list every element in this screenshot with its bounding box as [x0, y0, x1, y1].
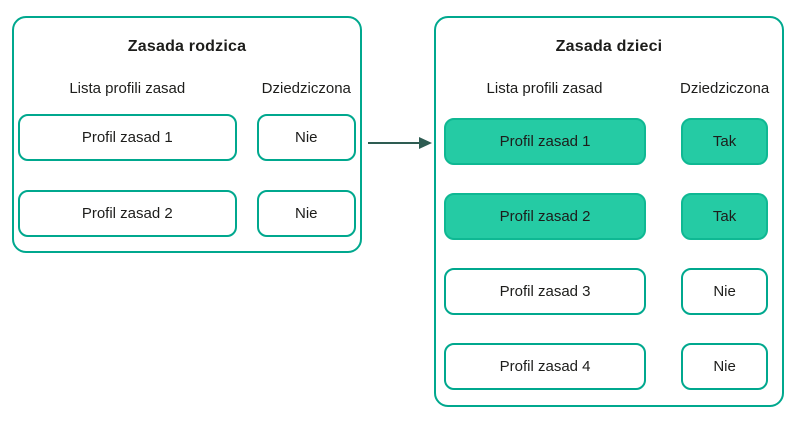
inheritance-arrow [368, 135, 432, 151]
children-policy-panel: Zasada dzieci Lista profili zasad Dziedz… [434, 16, 784, 407]
right-arrow-icon [368, 137, 432, 149]
parent-rows: Profil zasad 1 Nie Profil zasad 2 Nie [14, 114, 360, 237]
parent-inherited-column-header: Dziedziczona [261, 80, 351, 97]
profile-box: Profil zasad 4 [444, 343, 647, 390]
profile-box: Profil zasad 3 [444, 268, 647, 315]
inherited-flag-box: Tak [681, 193, 768, 240]
parent-profiles-column-header: Lista profili zasad [69, 80, 186, 97]
profile-box: Profil zasad 2 [18, 190, 237, 237]
inherited-flag-box: Nie [256, 190, 356, 237]
table-row: Profil zasad 1 Nie [18, 114, 356, 161]
inherited-flag-box: Nie [681, 268, 768, 315]
table-row: Profil zasad 4 Nie [444, 343, 768, 390]
table-row: Profil zasad 3 Nie [444, 268, 768, 315]
parent-column-headers: Lista profili zasad Dziedziczona [14, 80, 360, 97]
inherited-flag-box: Nie [256, 114, 356, 161]
profile-box: Profil zasad 1 [18, 114, 237, 161]
parent-panel-title: Zasada rodzica [127, 38, 247, 55]
table-row-inherited: Profil zasad 2 Tak [444, 193, 768, 240]
table-row: Profil zasad 2 Nie [18, 190, 356, 237]
inherited-flag-box: Nie [681, 343, 768, 390]
children-column-headers: Lista profili zasad Dziedziczona [436, 80, 782, 97]
children-panel-title: Zasada dzieci [555, 38, 663, 55]
profile-box: Profil zasad 2 [444, 193, 647, 240]
parent-policy-panel: Zasada rodzica Lista profili zasad Dzied… [12, 16, 362, 253]
profile-box: Profil zasad 1 [444, 118, 647, 165]
table-row-inherited: Profil zasad 1 Tak [444, 118, 768, 165]
inherited-flag-box: Tak [681, 118, 768, 165]
children-rows: Profil zasad 1 Tak Profil zasad 2 Tak Pr… [436, 118, 782, 390]
children-profiles-column-header: Lista profili zasad [486, 80, 603, 97]
children-inherited-column-header: Dziedziczona [680, 80, 770, 97]
